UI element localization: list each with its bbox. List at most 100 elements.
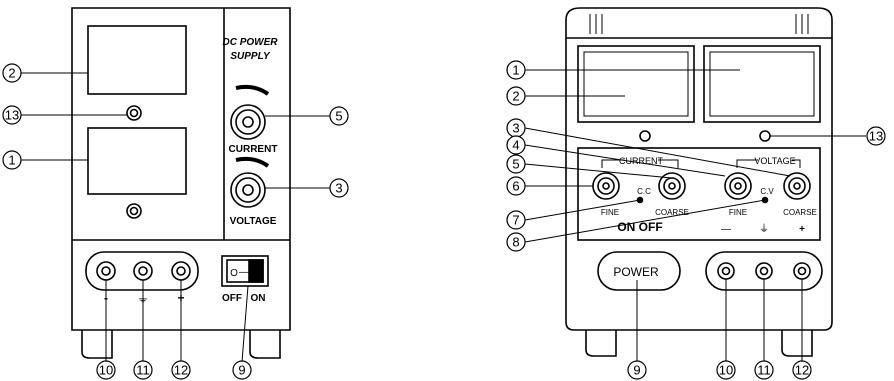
left-switch-o: O	[230, 268, 238, 279]
callout-right-2	[506, 86, 526, 106]
left-foot-right	[249, 330, 281, 359]
left-current-label: CURRENT	[229, 144, 278, 155]
left-switch-i: —	[239, 267, 249, 278]
right-body-outline	[565, 38, 833, 331]
callout-right-13-text: 13	[869, 129, 883, 144]
right-current-coarse-knob[interactable]	[658, 172, 686, 200]
right-terminal-minus[interactable]	[717, 262, 735, 280]
callout-right-10	[716, 360, 736, 380]
callout-left-10-text: 10	[99, 363, 113, 378]
callout-right-12-text: 12	[795, 363, 809, 378]
cv-label: C.V	[760, 187, 774, 196]
callout-right-2-text: 2	[512, 89, 519, 104]
right-display-right	[703, 45, 821, 123]
callout-right-8	[506, 232, 526, 252]
right-foot-right	[781, 330, 813, 357]
callout-left-10	[96, 360, 116, 380]
right-voltage-fine-knob[interactable]	[724, 172, 752, 200]
left-switch-on: ON	[251, 293, 266, 304]
right-minus-label: —	[721, 224, 731, 235]
voltage-fine-label: FINE	[729, 208, 747, 217]
callout-right-3-text: 3	[512, 121, 519, 136]
callout-right-6	[506, 176, 526, 196]
right-voltage-group-label: VOLTAGE	[754, 156, 795, 166]
callout-left-9	[232, 360, 252, 380]
callout-right-5-text: 5	[512, 157, 519, 172]
right-plus-label: +	[799, 224, 805, 235]
left-led-top	[126, 105, 142, 121]
right-led-right	[759, 130, 771, 142]
callout-left-3	[329, 178, 349, 198]
left-terminal-plus[interactable]	[171, 261, 191, 281]
left-title-line1: DC POWER	[223, 37, 279, 48]
left-plus-label: +	[177, 291, 184, 305]
callout-right-12	[792, 360, 812, 380]
current-coarse-label: COARSE	[655, 208, 689, 217]
left-display-bottom	[87, 127, 187, 195]
left-switch-off: OFF	[222, 293, 242, 304]
callout-right-13	[866, 126, 886, 146]
left-ground-label: ⏚	[137, 291, 149, 305]
callout-right-1-text: 1	[512, 63, 519, 78]
left-terminal-minus[interactable]	[96, 261, 116, 281]
right-display-left	[577, 45, 695, 123]
left-minus-label: -	[104, 291, 108, 305]
left-unit	[20, 7, 330, 363]
callout-left-11-text: 11	[136, 363, 150, 378]
callout-left-1-text: 1	[8, 153, 15, 168]
callout-right-1	[506, 60, 526, 80]
callout-right-7-text: 7	[512, 213, 519, 228]
right-led-left	[639, 130, 651, 142]
callout-left-12-text: 12	[174, 363, 188, 378]
callout-right-9	[627, 360, 647, 380]
right-unit	[524, 7, 866, 362]
callout-right-11	[754, 360, 774, 380]
left-power-switch[interactable]	[221, 255, 269, 287]
left-voltage-knob[interactable]	[230, 172, 266, 208]
left-terminal-plate	[85, 251, 199, 291]
callout-left-13	[2, 105, 22, 125]
right-callouts	[506, 60, 886, 380]
left-voltage-label: VOLTAGE	[230, 216, 277, 227]
callout-right-10-text: 10	[719, 363, 733, 378]
callout-left-1	[2, 150, 22, 170]
right-terminal-ground[interactable]	[755, 262, 773, 280]
right-foot-left	[585, 330, 617, 357]
right-terminal-plus[interactable]	[793, 262, 811, 280]
right-control-panel	[577, 147, 821, 241]
voltage-coarse-label: COARSE	[783, 208, 817, 217]
current-fine-label: FINE	[601, 208, 619, 217]
right-current-fine-knob[interactable]	[592, 172, 620, 200]
left-current-knob[interactable]	[230, 104, 266, 140]
callout-right-4	[506, 135, 526, 155]
callout-right-7	[506, 210, 526, 230]
current-arc-mark	[235, 84, 270, 96]
voltage-arc-mark	[235, 156, 270, 168]
left-callouts	[2, 63, 349, 380]
callout-left-12	[171, 360, 191, 380]
left-title-line2: SUPPLY	[230, 51, 271, 62]
callout-right-11-text: 11	[757, 363, 771, 378]
right-ground-label: ⏚	[759, 223, 769, 235]
right-top-vent	[565, 7, 833, 39]
callout-left-5-text: 5	[335, 109, 342, 124]
callout-left-13-text: 13	[5, 108, 19, 123]
callout-left-9-text: 9	[238, 363, 245, 378]
callout-right-9-text: 9	[633, 363, 640, 378]
callout-left-11	[133, 360, 153, 380]
callout-right-6-text: 6	[512, 179, 519, 194]
left-body-outline	[71, 7, 291, 331]
left-terminal-ground[interactable]	[133, 261, 153, 281]
callout-left-5	[329, 106, 349, 126]
left-led-bottom	[126, 203, 142, 219]
right-power-button[interactable]: POWER	[613, 265, 659, 279]
cc-label: C.C	[637, 187, 651, 196]
right-voltage-coarse-knob[interactable]	[783, 172, 811, 200]
callout-right-5	[506, 154, 526, 174]
right-current-group-label: CURRENT	[619, 156, 664, 166]
callout-right-8-text: 8	[512, 235, 519, 250]
callout-left-2-text: 2	[8, 66, 15, 81]
callout-right-4-text: 4	[512, 138, 519, 153]
left-display-top	[87, 25, 187, 95]
